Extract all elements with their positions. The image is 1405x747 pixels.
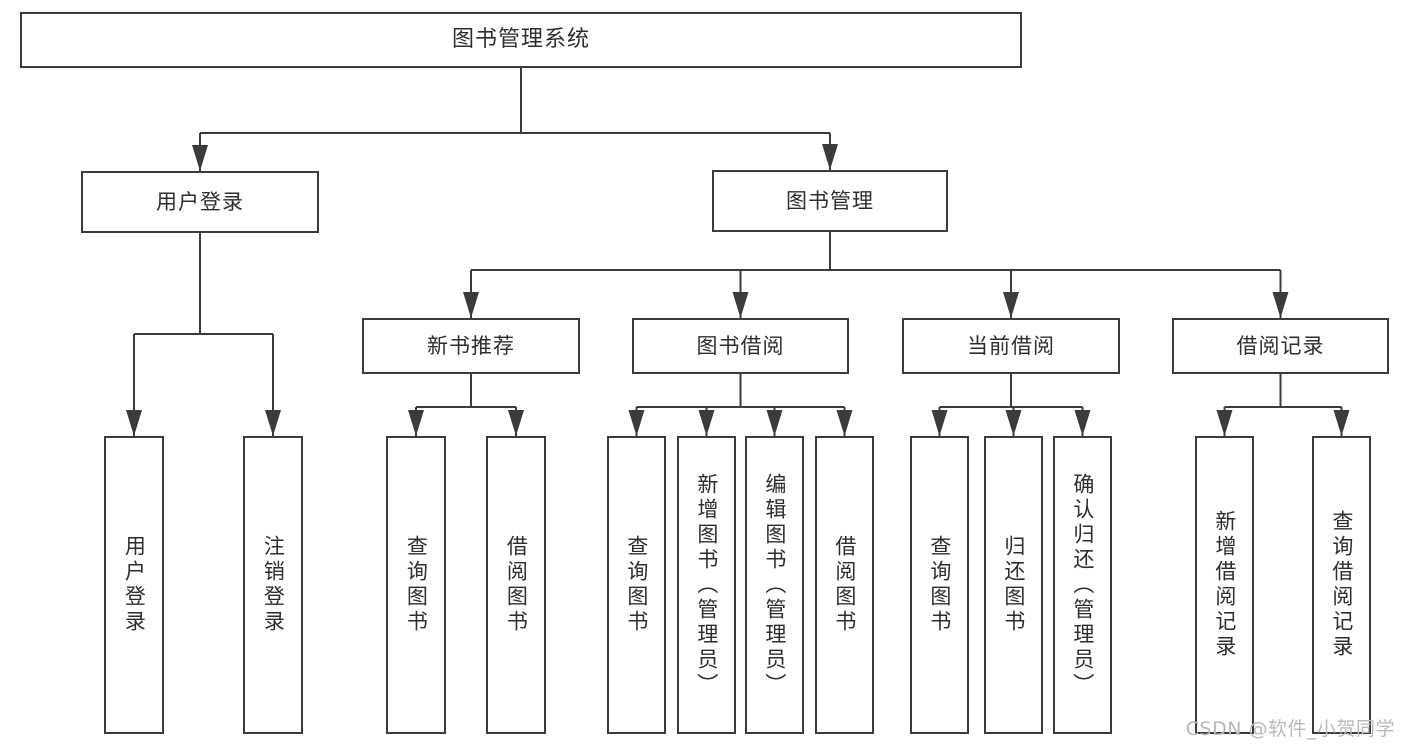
node-label: 图书管理系统 [451,27,590,53]
node-leaf-cu-1[interactable]: 查询图书 [910,436,969,734]
node-label: 借阅图书 [832,535,857,635]
node-label: 用户登录 [156,189,244,214]
node-records[interactable]: 借阅记录 [1172,318,1389,374]
node-label: 图书借阅 [696,333,785,358]
node-leaf-nb-2[interactable]: 借阅图书 [486,436,546,734]
arrowhead-icon [463,292,479,318]
node-label: 查询图书 [927,535,952,635]
arrowhead-icon [126,410,142,436]
node-leaf-cu-2[interactable]: 归还图书 [984,436,1043,734]
arrowhead-icon [408,410,424,436]
node-label: 确认归还（管理员） [1070,472,1095,698]
node-leaf-bo-4[interactable]: 借阅图书 [815,436,874,734]
node-leaf-login[interactable]: 用户登录 [104,436,164,734]
arrowhead-icon [931,410,948,436]
node-leaf-re-2[interactable]: 查询借阅记录 [1312,436,1371,734]
node-label: 查询图书 [404,535,429,635]
node-newbook[interactable]: 新书推荐 [362,318,580,374]
arrowhead-icon [1074,410,1091,436]
node-leaf-nb-1[interactable]: 查询图书 [386,436,446,734]
node-current[interactable]: 当前借阅 [902,318,1120,374]
arrowhead-icon [698,410,715,436]
arrowhead-icon [1005,410,1022,436]
node-label: 新增借阅记录 [1212,510,1237,660]
node-leaf-re-1[interactable]: 新增借阅记录 [1195,436,1254,734]
arrowhead-icon [192,145,208,171]
node-label: 查询借阅记录 [1329,510,1354,660]
arrowhead-icon [1003,292,1019,318]
arrowhead-icon [836,410,853,436]
node-root[interactable]: 图书管理系统 [20,12,1022,68]
node-label: 注销登录 [261,535,286,635]
node-label: 归还图书 [1001,535,1026,635]
arrowhead-icon [1333,410,1350,436]
node-label: 借阅记录 [1236,333,1325,358]
arrowhead-icon [766,410,783,436]
node-label: 新增图书（管理员） [694,472,719,698]
arrowhead-icon [1272,292,1289,318]
node-label: 当前借阅 [967,333,1055,358]
arrowhead-icon [265,410,281,436]
arrowhead-icon [628,410,645,436]
node-label: 编辑图书（管理员） [762,472,787,698]
arrowhead-icon [508,410,524,436]
node-label: 新书推荐 [427,333,515,358]
node-leaf-cu-3[interactable]: 确认归还（管理员） [1053,436,1112,734]
node-leaf-bo-3[interactable]: 编辑图书（管理员） [745,436,804,734]
node-leaf-bo-2[interactable]: 新增图书（管理员） [677,436,736,734]
arrowhead-icon [1216,410,1233,436]
arrowhead-icon [732,292,749,318]
node-bookmgmt[interactable]: 图书管理 [712,170,948,232]
node-borrow[interactable]: 图书借阅 [632,318,849,374]
node-leaf-logout[interactable]: 注销登录 [243,436,303,734]
node-label: 图书管理 [786,188,874,213]
node-label: 用户登录 [122,535,147,635]
node-label: 查询图书 [624,535,649,635]
node-login[interactable]: 用户登录 [81,171,319,233]
node-label: 借阅图书 [504,535,529,635]
node-leaf-bo-1[interactable]: 查询图书 [607,436,666,734]
arrowhead-icon [822,144,838,170]
